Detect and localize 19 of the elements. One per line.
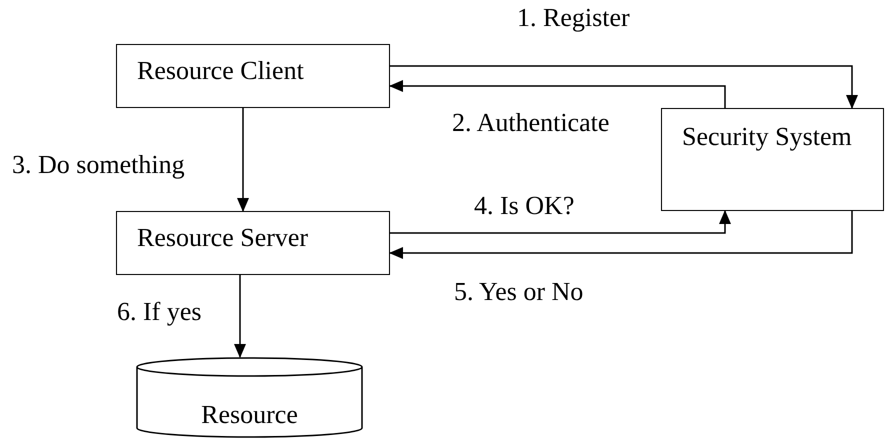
node-label: Resource Client: [137, 56, 304, 85]
edge-label: 5. Yes or No: [454, 276, 584, 308]
node-label: Security System: [682, 122, 852, 151]
arrow: [237, 108, 249, 212]
arrow: [390, 210, 731, 234]
process-box: [116, 211, 390, 275]
edge-label: 4. Is OK?: [474, 190, 574, 222]
node-label: Resource: [201, 400, 298, 429]
arrow: [389, 80, 726, 108]
node-label: Resource Server: [137, 223, 308, 252]
edge-label: 3. Do something: [12, 149, 185, 181]
edge-label: 6. If yes: [117, 296, 202, 328]
process-box: [116, 44, 390, 108]
process-box: [661, 108, 884, 211]
arrow: [390, 65, 858, 109]
arrow: [389, 211, 853, 259]
edge-label: 1. Register: [517, 2, 630, 34]
edge-label: 2. Authenticate: [452, 107, 610, 139]
arrow: [234, 275, 246, 358]
